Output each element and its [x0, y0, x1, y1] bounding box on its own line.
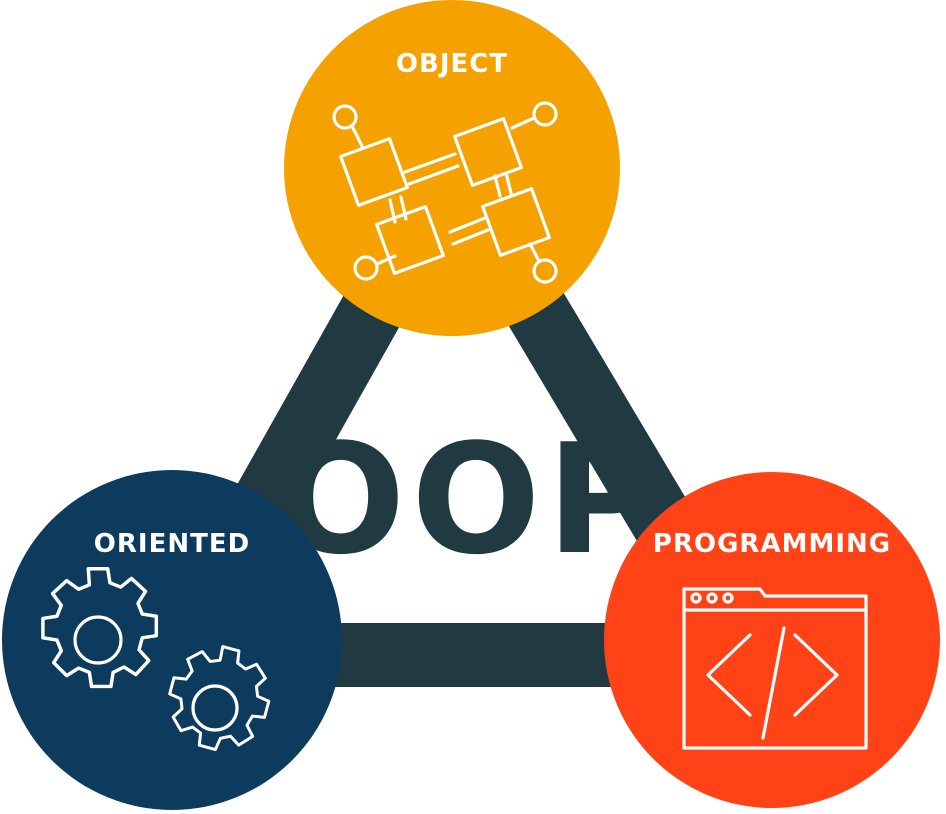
node-oriented: ORIENTED	[2, 470, 342, 810]
node-programming: PROGRAMMING	[604, 472, 940, 808]
object-label: OBJECT	[396, 49, 508, 79]
triangle-connector	[123, 104, 799, 687]
gears-icon	[41, 566, 281, 762]
diagram-title: OOP	[276, 411, 664, 588]
connected-blocks-icon	[332, 101, 558, 284]
node-object: OBJECT	[284, 0, 620, 336]
code-window-icon	[682, 587, 868, 750]
programming-circle	[604, 472, 940, 808]
programming-label: PROGRAMMING	[653, 529, 891, 559]
oriented-circle	[2, 470, 342, 810]
oriented-label: ORIENTED	[94, 529, 250, 559]
